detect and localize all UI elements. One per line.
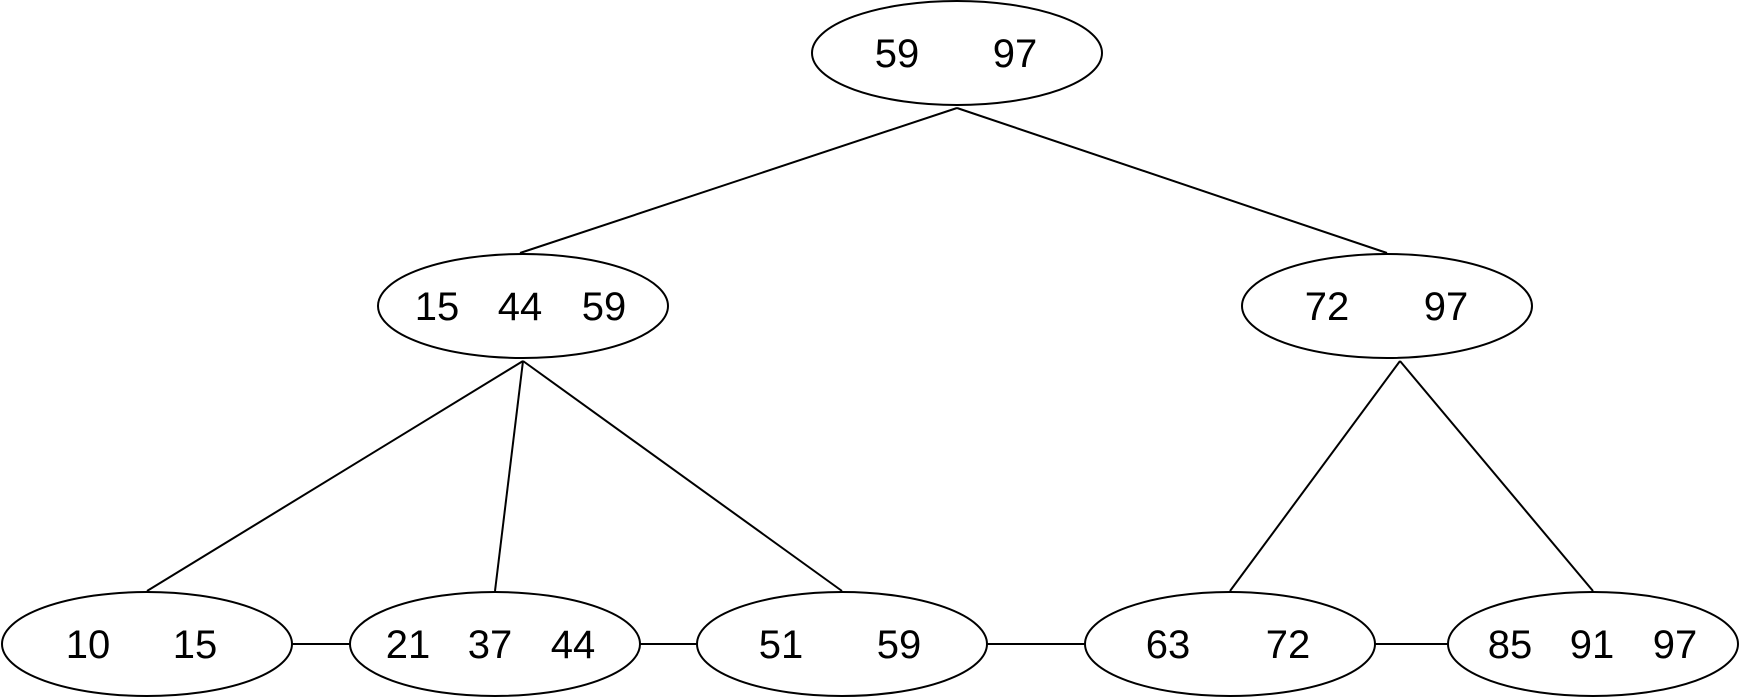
node-key: 97 xyxy=(1424,285,1469,329)
node-ellipse xyxy=(696,591,988,697)
node-key: 85 xyxy=(1488,623,1533,667)
node-ellipse xyxy=(1,591,293,697)
tree-edge-internal-left-to-leaf-3 xyxy=(522,360,843,592)
tree-node-leaf-5: 85 91 97 xyxy=(1447,591,1739,697)
node-key: 15 xyxy=(173,623,218,667)
node-ellipse xyxy=(811,0,1103,106)
node-ellipse xyxy=(1241,253,1533,359)
tree-node-leaf-2: 21 37 44 xyxy=(349,591,641,697)
tree-node-internal-right: 72 97 xyxy=(1241,253,1533,359)
node-key: 59 xyxy=(877,623,922,667)
node-ellipse xyxy=(1447,591,1739,697)
node-key: 15 xyxy=(415,285,460,329)
tree-edge-internal-right-to-leaf-4 xyxy=(1229,360,1401,592)
node-key: 97 xyxy=(993,32,1038,76)
node-ellipse xyxy=(1084,591,1376,697)
node-key: 91 xyxy=(1570,623,1615,667)
node-key: 21 xyxy=(386,623,431,667)
tree-node-leaf-4: 63 72 xyxy=(1084,591,1376,697)
node-ellipse xyxy=(377,253,669,359)
node-key: 72 xyxy=(1266,623,1311,667)
node-key: 10 xyxy=(66,623,111,667)
node-key: 44 xyxy=(551,623,596,667)
tree-edges xyxy=(146,107,1594,592)
tree-edge-internal-left-to-leaf-1 xyxy=(146,360,524,592)
node-key: 37 xyxy=(468,623,513,667)
tree-edge-internal-left-to-leaf-2 xyxy=(494,360,524,592)
node-key: 59 xyxy=(875,32,920,76)
node-key: 44 xyxy=(498,285,543,329)
node-ellipse xyxy=(349,591,641,697)
tree-edge-root-to-internal-right xyxy=(956,107,1388,254)
tree-edge-root-to-internal-left xyxy=(519,107,958,254)
node-key: 59 xyxy=(582,285,627,329)
tree-node-leaf-1: 10 15 xyxy=(1,591,293,697)
node-key: 51 xyxy=(759,623,804,667)
tree-node-leaf-3: 51 59 xyxy=(696,591,988,697)
node-key: 72 xyxy=(1305,285,1350,329)
tree-node-internal-left: 15 44 59 xyxy=(377,253,669,359)
node-key: 63 xyxy=(1146,623,1191,667)
node-key: 97 xyxy=(1653,623,1698,667)
tree-edge-internal-right-to-leaf-5 xyxy=(1399,360,1594,592)
tree-node-root: 59 97 xyxy=(811,0,1103,106)
